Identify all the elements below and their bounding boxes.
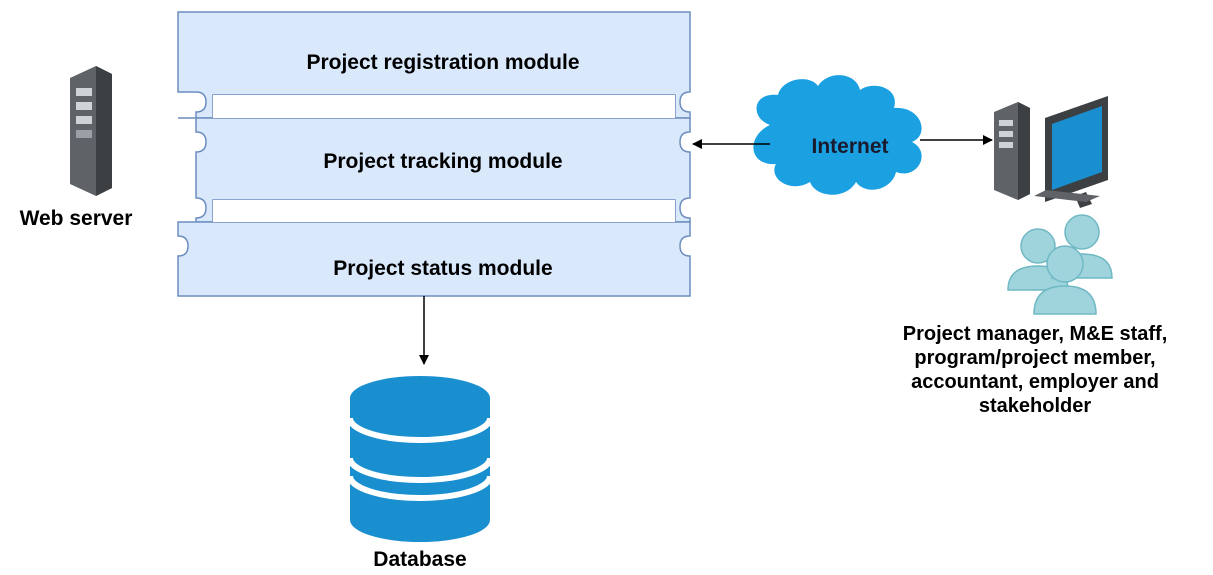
tracking-module-label: Project tracking module [323, 150, 563, 173]
desktop-computer-icon [994, 96, 1108, 208]
users-label-line: stakeholder [978, 395, 1092, 417]
registration-module-label: Project registration module [306, 51, 580, 74]
status-module-label: Project status module [333, 257, 553, 280]
web-server-label: Web server [19, 207, 133, 230]
cloud-icon [753, 75, 922, 195]
module-separator [213, 200, 675, 222]
users-label-line: Project manager, M&E staff, [902, 323, 1168, 345]
users-label-line: program/project member, [914, 347, 1156, 369]
users-label: Project manager, M&E staff, program/proj… [850, 322, 1213, 418]
users-label-line: accountant, employer and [911, 371, 1159, 393]
database-label: Database [373, 548, 467, 571]
module-separator [213, 95, 675, 118]
database-cylinder-icon [347, 376, 493, 542]
server-tower-icon [70, 66, 112, 196]
status-module-box [177, 221, 691, 297]
internet-label: Internet [811, 135, 889, 158]
user-group-icon [1007, 214, 1113, 315]
module-stack [177, 11, 691, 297]
